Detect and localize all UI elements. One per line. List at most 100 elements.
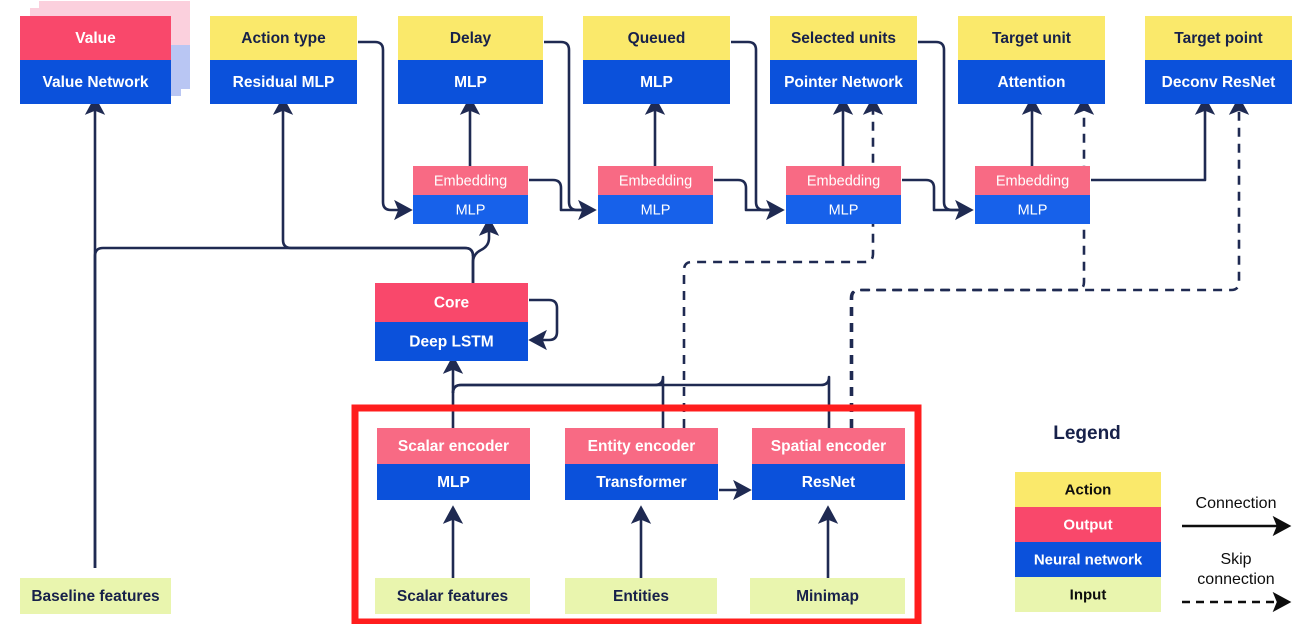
embedding-emb_delay-bottom-band: [413, 195, 528, 224]
embedding-emb_selected_units-top-band: [786, 166, 901, 195]
head-selected_units-bottom-label: Pointer Network: [784, 74, 903, 91]
head-target_point-top-label: Target point: [1174, 30, 1262, 47]
embedding-emb_delay-top-label: Embedding: [434, 173, 507, 189]
wire-queued-to-embedding-selected: [731, 40, 777, 212]
head-target_point-bottom-label: Deconv ResNet: [1162, 74, 1276, 91]
encoder-scalar_encoder-bottom-band: [377, 464, 530, 500]
wire-embedding-queued-to-embedding-selected: [714, 178, 785, 221]
wire-selected-units-to-embedding-target-unit: [918, 40, 966, 212]
encoder-spatial_encoder-bottom-band: [752, 464, 905, 500]
wire-action-type-to-embedding-delay: [358, 40, 413, 221]
embedding-emb_selected_units-bottom-label: MLP: [829, 202, 859, 218]
head-value-bottom-label: Value Network: [43, 74, 149, 91]
embedding-emb_selected_units-bottom-band: [786, 195, 901, 224]
input-baseline_features[interactable]: Baseline features: [20, 578, 171, 614]
input-baseline_features-rect: [20, 578, 171, 614]
encoder-highlight-box: [351, 404, 922, 624]
legend-label-output: Output: [1063, 516, 1112, 533]
embedding-emb_delay-bottom-label: MLP: [456, 202, 486, 218]
input-entities-rect: [565, 578, 717, 614]
head-delay-top-band: [398, 16, 543, 60]
core-block-top-label: Core: [434, 295, 470, 312]
encoder-scalar_encoder-bottom-label: MLP: [437, 474, 470, 491]
legend-swatch-input: [1015, 577, 1161, 612]
legend-swatch-neural-network: [1015, 542, 1161, 577]
encoder-spatial_encoder-top-label: Spatial encoder: [771, 438, 886, 455]
embedding-emb_target_unit-bottom-band: [975, 195, 1090, 224]
encoder-scalar_encoder-top-band: [377, 428, 530, 464]
head-action_type-top-label: Action type: [241, 30, 326, 47]
input-scalar_features-rect: [375, 578, 530, 614]
head-target_point-bottom-band: [1145, 60, 1292, 104]
wire-embedding-target-unit-to-target-point: [1091, 96, 1216, 182]
head-selected_units-top-band: [770, 16, 917, 60]
input-scalar_features[interactable]: Scalar features: [375, 578, 530, 614]
legend-label-neural-network: Neural network: [1034, 551, 1143, 568]
head-target_unit-top-label: Target unit: [992, 30, 1071, 47]
legend-label-input: Input: [1070, 586, 1107, 603]
input-minimap-label: Minimap: [796, 588, 859, 605]
legend-label-action: Action: [1065, 481, 1112, 498]
input-minimap[interactable]: Minimap: [750, 578, 905, 614]
encoder-entity_encoder-bottom-label: Transformer: [596, 474, 686, 491]
embedding-emb_queued-bottom-label: MLP: [641, 202, 671, 218]
legend-title: Legend: [1053, 423, 1121, 444]
encoder-spatial_encoder-top-band: [752, 428, 905, 464]
input-entities-label: Entities: [613, 588, 669, 605]
wire-embedding-delay-to-embedding-queued: [529, 178, 597, 221]
legend-swatch-action: [1015, 472, 1161, 507]
head-action_type-top-band: [210, 16, 357, 60]
input-baseline_features-label: Baseline features: [31, 588, 159, 605]
core-block-bottom-band: [375, 322, 528, 361]
head-delay-top-label: Delay: [450, 30, 492, 47]
head-selected_units-bottom-band: [770, 60, 917, 104]
wire-core-to-embedding-delay: [471, 217, 500, 283]
input-scalar_features-label: Scalar features: [397, 588, 508, 605]
encoder-entity_encoder-bottom-band: [565, 464, 718, 500]
head-queued-bottom-band: [583, 60, 730, 104]
head-target_unit-bottom-label: Attention: [997, 74, 1065, 91]
legend-skip-connection-label-line2: connection: [1197, 571, 1274, 588]
skip-entity-encoder-to-selected-units: [682, 96, 884, 460]
head-target_point-top-band: [1145, 16, 1292, 60]
input-minimap-rect: [750, 578, 905, 614]
core-block-top-band: [375, 283, 528, 322]
encoder-spatial_encoder-bottom-label: ResNet: [802, 474, 855, 491]
head-queued-top-band: [583, 16, 730, 60]
head-value-top-band: [20, 16, 171, 60]
head-value-top-label: Value: [75, 30, 116, 47]
head-action_type-bottom-band: [210, 60, 357, 104]
legend-swatch-stack: Action Output Neural network Input: [1015, 472, 1161, 612]
legend-connection-label: Connection: [1196, 495, 1277, 512]
encoder-entity_encoder-top-label: Entity encoder: [588, 438, 696, 455]
wire-delay-to-embedding-queued: [544, 40, 589, 212]
encoder-entity_encoder-top-band: [565, 428, 718, 464]
embedding-emb_target_unit-bottom-label: MLP: [1018, 202, 1048, 218]
legend-skip-connection-label-line1: Skip: [1220, 551, 1251, 568]
input-entities[interactable]: Entities: [565, 578, 717, 614]
embedding-emb_queued-top-label: Embedding: [619, 173, 692, 189]
encoder-scalar_encoder-top-label: Scalar encoder: [398, 438, 509, 455]
embedding-emb_target_unit-top-label: Embedding: [996, 173, 1069, 189]
embedding-emb_queued-top-band: [598, 166, 713, 195]
